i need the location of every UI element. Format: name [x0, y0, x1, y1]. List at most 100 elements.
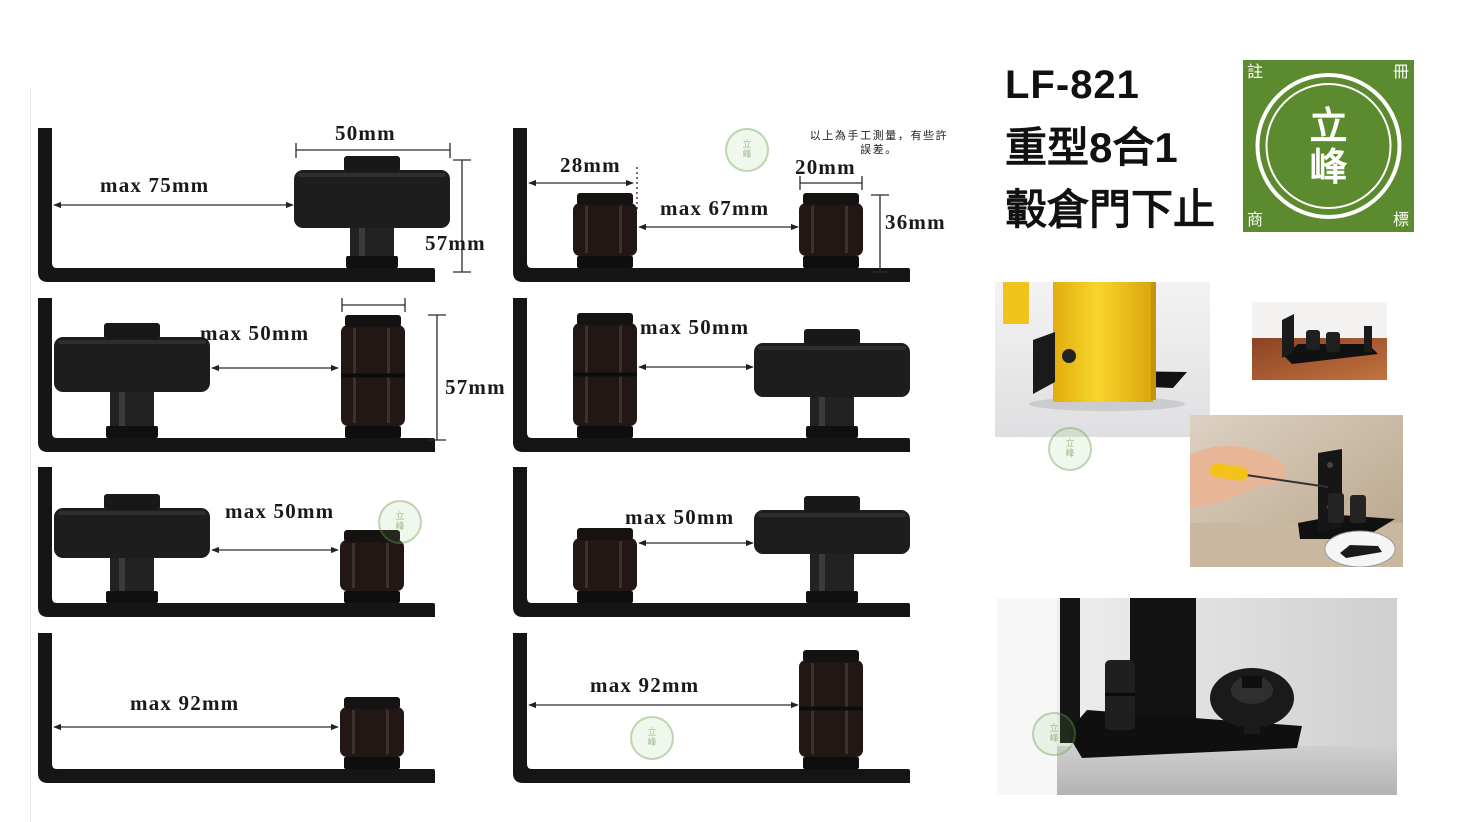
dimension-diagrams: 50mm max 75mm 57mm 28mm 20mm max 67mm 36…: [38, 121, 946, 783]
diagram8-roller-nut: [803, 757, 859, 769]
diagram4-roller-joint: [573, 372, 637, 377]
diagram6-roller-cap: [577, 528, 633, 540]
diagram3-roller-nut: [345, 426, 401, 438]
diagram3-roller-cap: [345, 315, 401, 327]
dimension-labels: 50mm max 75mm 57mm 28mm 20mm max 67mm 36…: [100, 121, 946, 715]
watermark-char: 峰: [1065, 449, 1075, 459]
dimension-lines: [53, 143, 889, 731]
screwdriver-shaft: [1245, 474, 1329, 488]
diagram2-roller-width-label: 20mm: [795, 155, 856, 179]
diagram4-wheel-shaft: [810, 397, 854, 426]
diagram2-right-roller-facet-right: [845, 206, 848, 253]
photo-yellow-door-guide: [995, 282, 1210, 437]
diagram4-wheel-nut: [806, 426, 858, 438]
diagram3-wheel-shaft-highlight: [119, 392, 125, 426]
guide-roller: [1328, 493, 1344, 523]
diagram8-roller-cap: [803, 650, 859, 662]
diagram2-height-label: 36mm: [885, 210, 946, 234]
diagram5-wheel-highlight: [58, 511, 206, 515]
measurement-note: 以上為手工測量，有些許誤差。: [809, 129, 949, 156]
diagram4-gap-label: max 50mm: [640, 315, 749, 339]
diagram1-wheel-cap: [344, 156, 400, 172]
watermark-char: 峰: [395, 522, 405, 532]
guide-roller: [1062, 349, 1076, 363]
diagram4-wheel-body: [754, 343, 910, 397]
diagram3-height-label: 57mm: [445, 375, 506, 399]
logo-name-char: 峰: [1309, 144, 1348, 189]
bracket-side-plate: [1364, 326, 1372, 352]
diagram2-gap-label: max 67mm: [660, 196, 769, 220]
diagram2-left-roller-nut: [577, 256, 633, 268]
logo-inner-ring: [1265, 83, 1392, 209]
guide-roller: [1326, 332, 1340, 352]
logo-brand-name: 立 峰: [1243, 105, 1414, 187]
diagram2-left-roller-cap: [577, 193, 633, 205]
diagram7-roller-nut: [344, 757, 400, 769]
diagram6-wheel-cap: [804, 496, 860, 512]
diagram6-gap-label: max 50mm: [625, 505, 734, 529]
product-subtitle: 重型8合1: [1005, 124, 1178, 171]
diagram5-roller-facet-left: [352, 543, 355, 588]
diagram2-right-roller-body: [799, 203, 863, 256]
diagram1-gap-label: max 75mm: [100, 173, 209, 197]
floor: [997, 746, 1397, 795]
diagram3-wheel-cap: [104, 323, 160, 339]
watermark-seal: 立 峰: [725, 128, 769, 172]
diagram7-roller-cap: [344, 697, 400, 709]
diagram3-wheel-highlight: [58, 340, 206, 344]
door-edge-shadow: [1151, 282, 1156, 400]
diagram3-wheel-shaft: [110, 392, 154, 426]
yellow-door-panel: [1053, 282, 1153, 402]
panel-left-edge: [30, 88, 31, 822]
logo-outer-ring: [1255, 73, 1402, 219]
product-model: LF-821: [1005, 63, 1140, 107]
logo-name-char: 立: [1309, 103, 1348, 148]
diagram7-roller-body: [340, 707, 404, 757]
watermark-char: 立: [647, 728, 657, 738]
watermark-char: 峰: [647, 738, 657, 748]
diagram6-wheel-nut: [806, 591, 858, 603]
diagram5-wheel-nut: [106, 591, 158, 603]
diagram5-wheel-cap: [104, 494, 160, 510]
diagram6-roller-facet-left: [585, 541, 588, 588]
diagram7-roller-facet-right: [386, 710, 389, 754]
wall-post: [1060, 598, 1080, 743]
diagram5-wheel-shaft-highlight: [119, 558, 125, 591]
diagram7-gap-label: max 92mm: [130, 691, 239, 715]
diagram2-right-roller-nut: [803, 256, 859, 268]
watermark-char: 立: [742, 140, 752, 150]
diagram4-wheel-highlight: [758, 346, 906, 350]
diagram8-roller-joint: [799, 706, 863, 711]
logo-corner-char: 註: [1247, 62, 1264, 81]
diagram5-roller-facet-right: [386, 543, 389, 588]
watermark-seal: 立 峰: [630, 716, 674, 760]
screwdriver-handle: [1209, 463, 1249, 481]
watermark-char: 立: [1049, 724, 1059, 734]
diagram3-gap-label: max 50mm: [200, 321, 309, 345]
product-name: 轂倉門下止: [1005, 186, 1216, 233]
diagram6-wheel-shaft: [810, 554, 854, 591]
diagram1-height-label: 57mm: [425, 231, 486, 255]
photo-installation: [1190, 415, 1403, 567]
trademark-logo: 註 冊 商 標 立 峰: [1243, 60, 1414, 232]
diagram3-wheel-nut: [106, 426, 158, 438]
white-wall: [997, 598, 1057, 795]
diagram6-wheel-body: [754, 510, 910, 554]
diagram4-roller-cap: [577, 313, 633, 325]
diagram1-wheel-nut: [346, 256, 398, 268]
diagram2-right-roller-facet-left: [811, 206, 814, 253]
guide-wheel-hub: [1231, 676, 1273, 704]
watermark-char: 立: [1065, 439, 1075, 449]
guide-roller: [1306, 330, 1320, 350]
diagram3-roller-joint: [341, 373, 405, 378]
roller-joint: [1105, 693, 1135, 696]
diagram1-wheel-highlight: [298, 173, 446, 177]
bracket-side-plate: [1282, 314, 1294, 358]
diagram6-roller-facet-right: [619, 541, 622, 588]
diagram5-gap-label: max 50mm: [225, 499, 334, 523]
diagram1-wheel-width-label: 50mm: [335, 121, 396, 145]
diagram2-left-roller-facet-right: [619, 206, 622, 253]
door-frame-corner: [1003, 282, 1029, 324]
watermark-char: 峰: [742, 150, 752, 160]
guide-wheel-cap: [1242, 676, 1262, 688]
